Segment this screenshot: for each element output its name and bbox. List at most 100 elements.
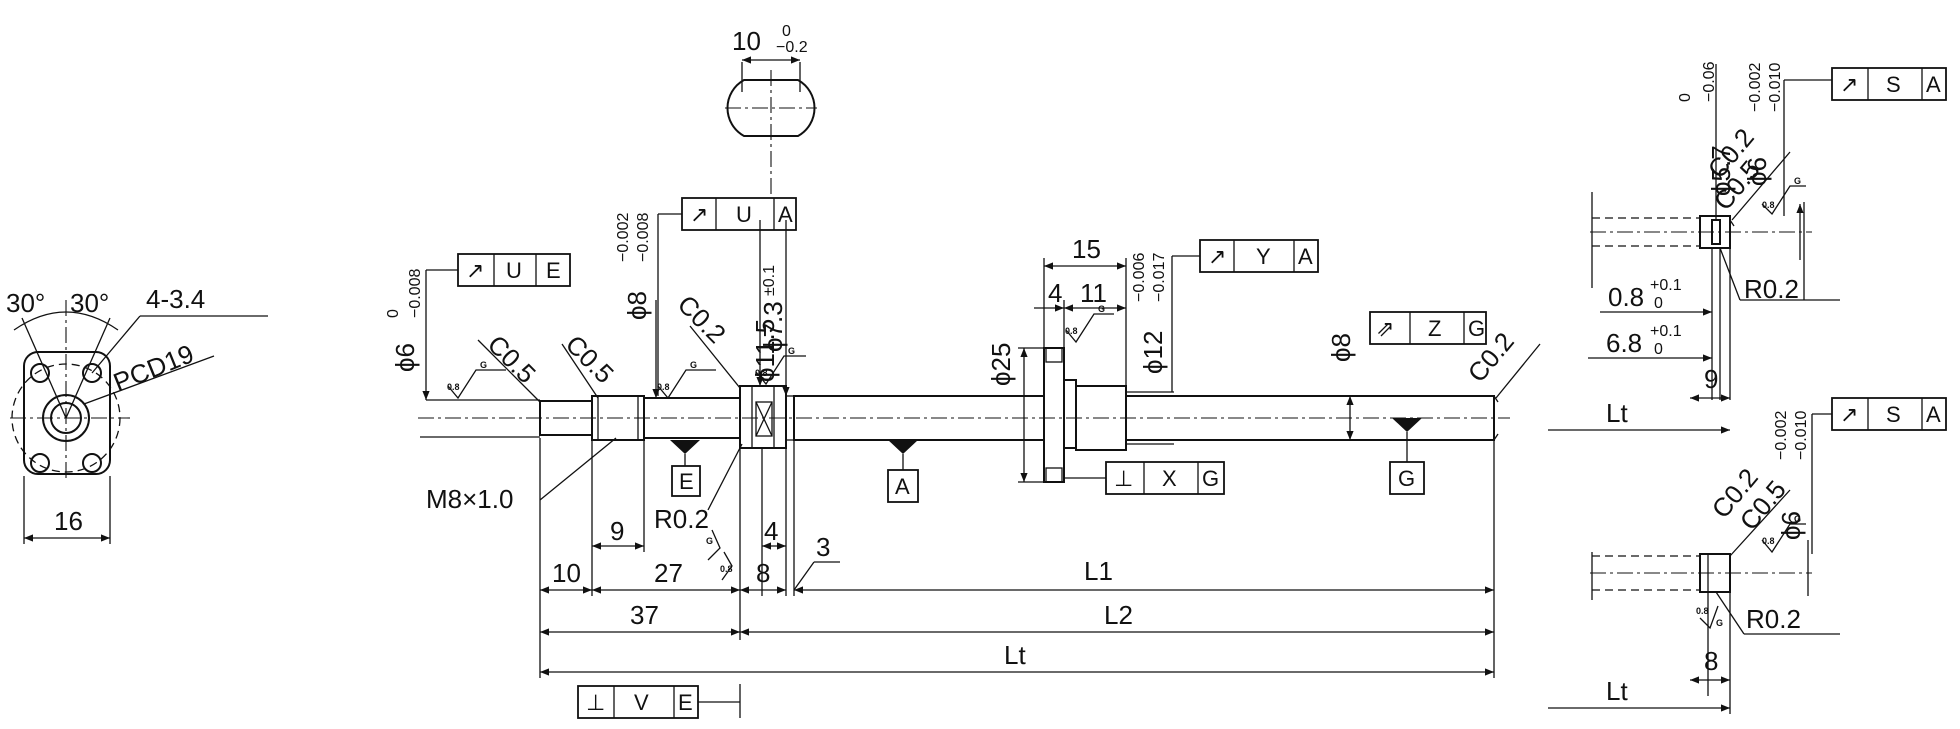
- chamfer-c02-a-leader: [689, 325, 741, 389]
- frame-sa1-ref1: S: [1886, 72, 1901, 97]
- detail-top-c05-leader: [1731, 151, 1791, 221]
- detail-bottom-dim8: 8: [1704, 646, 1718, 676]
- flange-outline: [23, 351, 111, 475]
- nut-flange-hole-top: [1045, 347, 1063, 363]
- detail-top-groove-w-lower: 0: [1654, 295, 1663, 312]
- frame-xg-ref1: X: [1162, 466, 1177, 491]
- control-frame-zg: ⇗ Z G: [1369, 311, 1487, 345]
- d11-tol: ±0.1: [761, 265, 778, 296]
- roughness-mark-1-value: 0.8: [447, 382, 460, 392]
- bore-outer-circle: [42, 394, 90, 442]
- flat-section: [739, 385, 787, 449]
- detail-bottom-d6-lower: −0.010: [1793, 411, 1810, 460]
- thread-leader: [539, 437, 617, 501]
- control-frame-ue: ↗ U E: [422, 253, 571, 400]
- pcd-label: PCD19: [109, 338, 198, 397]
- detail-bottom: C0.2 C0.5 ϕ6 −0.002 −0.010 0.8 G 0.8 G R…: [1548, 411, 1840, 714]
- detail-top-groove-w-upper: +0.1: [1650, 277, 1682, 294]
- d6-tol-lower: −0.008: [407, 269, 424, 318]
- d6-tol-upper: 0: [385, 309, 402, 318]
- roughness-mark-3-value: 0.8: [755, 368, 768, 378]
- detail-top-dim9: 9: [1704, 364, 1718, 394]
- datum-e-triangle: [670, 440, 700, 454]
- frame-zg-symbol: ⇗: [1376, 316, 1394, 341]
- dim27-label: 27: [654, 558, 683, 588]
- frame-ue-symbol: ↗: [466, 258, 484, 283]
- chamfer-c05-a: C0.5: [482, 329, 542, 389]
- frame-xg-ref2: G: [1202, 466, 1219, 491]
- screw-shaft: [418, 347, 1510, 483]
- frame-sa2-symbol: ↗: [1840, 402, 1858, 427]
- d6-nominal: ϕ6: [390, 343, 420, 372]
- roughness-mark-6: [721, 551, 733, 581]
- datum-g-box: [1389, 461, 1425, 495]
- frame-sa1-ref2: A: [1926, 72, 1941, 97]
- flat-tol-upper: 0: [782, 23, 791, 40]
- chamfer-c05-a-leader: [477, 339, 541, 403]
- pcd-circle: [11, 363, 121, 473]
- detail-top-roughness-value: 0.8: [1762, 200, 1775, 210]
- d8-main-label: ϕ8: [1326, 333, 1356, 362]
- detail-top-chamfer: [1729, 219, 1735, 227]
- bore-inner-circle: [50, 402, 82, 434]
- detail-top-d6-upper: −0.002: [1747, 63, 1764, 112]
- dim9-label: 9: [610, 516, 624, 546]
- frame-sa2-box: [1831, 397, 1947, 431]
- frame-ua-symbol: ↗: [690, 202, 708, 227]
- detail-bottom-roughness-2-grade: G: [1716, 618, 1723, 628]
- roughness-mark-1: [447, 369, 506, 400]
- dimLt-label: Lt: [1004, 640, 1026, 670]
- end-view: 30° 30° 4-3.4 PCD19 16: [6, 284, 268, 544]
- datum-a-label: A: [895, 474, 910, 499]
- frame-ua-box: [681, 197, 797, 231]
- frame-sa1-symbol: ↗: [1840, 72, 1858, 97]
- mount-hole-1: [30, 363, 50, 383]
- dim37-label: 37: [630, 600, 659, 630]
- detail-top-r02: R0.2: [1744, 274, 1799, 304]
- dim3-leader: [793, 561, 815, 591]
- d12-nominal: ϕ12: [1138, 331, 1168, 374]
- detail-top-journal: [1699, 215, 1731, 249]
- detail-top-d57-upper: 0: [1677, 93, 1694, 102]
- frame-ue-ref1: U: [506, 258, 522, 283]
- roughness-mark-4-value: 0.8: [1065, 326, 1078, 336]
- mount-hole-3: [30, 453, 50, 473]
- angle-ray-right: [65, 317, 111, 419]
- angle-right-label: 30°: [70, 288, 109, 318]
- top-dimensions: 15 4 11: [1034, 234, 1127, 386]
- dim10-label: 10: [552, 558, 581, 588]
- frame-zg-box: [1369, 311, 1487, 345]
- dim8-label: 8: [756, 558, 770, 588]
- datum-markers: E A G: [670, 418, 1425, 503]
- holes-leader: [91, 315, 141, 374]
- detail-top-roughness: [1761, 185, 1806, 216]
- detail-bottom-d6: ϕ6: [1776, 511, 1806, 540]
- roughness-mark-1-grade: G: [480, 360, 487, 370]
- detail-top-d6-lower: −0.010: [1767, 63, 1784, 112]
- detail-top-d57: ϕ5.7: [1706, 145, 1736, 196]
- frame-ue-box: [457, 253, 571, 287]
- dim15-label: 15: [1072, 234, 1101, 264]
- control-frame-ya: ↗ Y A: [1171, 239, 1319, 392]
- dimL2-label: L2: [1104, 600, 1133, 630]
- dim3-label: 3: [816, 532, 830, 562]
- nut-shoulder: [1063, 379, 1077, 449]
- frame-ua-ref2: A: [778, 202, 793, 227]
- mount-hole-4: [82, 453, 102, 473]
- screw-thread-right: [1125, 395, 1495, 441]
- thread-label: M8×1.0: [426, 484, 513, 514]
- datum-e-label: E: [679, 469, 694, 494]
- d12-tol-lower: −0.017: [1151, 253, 1168, 302]
- detail-bottom-roughness: [1761, 523, 1806, 554]
- flat-profile: [726, 79, 816, 137]
- frame-ya-box: [1199, 239, 1319, 273]
- flat-width-label: 10: [732, 26, 761, 56]
- roughness-mark-2: [657, 369, 716, 400]
- datum-a-triangle: [888, 440, 918, 454]
- detail-bottom-roughness-grade: G: [1794, 514, 1801, 524]
- frame-ya-symbol: ↗: [1208, 244, 1226, 269]
- detail-bottom-d6-upper: −0.002: [1773, 411, 1790, 460]
- flat-mark-box: [755, 401, 773, 437]
- detail-top-d57-lower: −0.06: [1701, 61, 1718, 102]
